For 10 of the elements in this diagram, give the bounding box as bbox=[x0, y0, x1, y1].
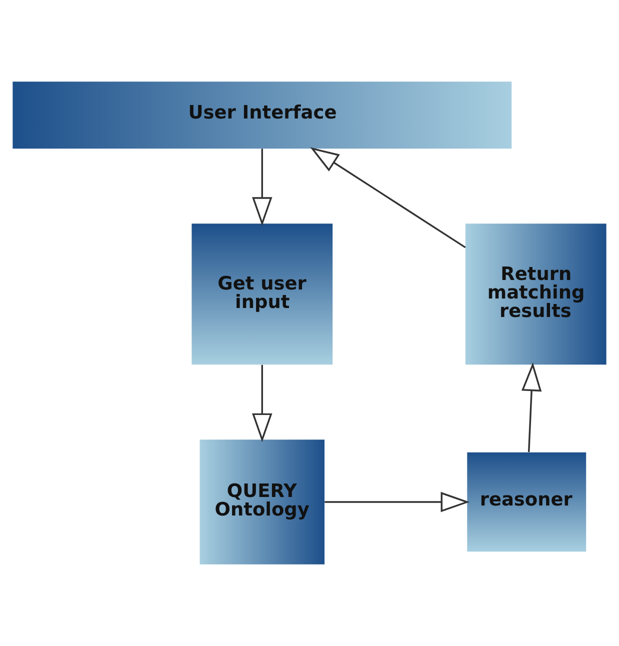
node-box: Return matching results bbox=[465, 224, 606, 365]
arrow bbox=[252, 148, 272, 226]
node-box: reasoner bbox=[467, 452, 586, 552]
arrow bbox=[310, 147, 466, 248]
arrow bbox=[521, 362, 542, 452]
arrow bbox=[252, 364, 272, 442]
node-box: QUERY Ontology bbox=[200, 440, 325, 564]
node-box: Get user input bbox=[192, 224, 333, 365]
arrow bbox=[324, 492, 470, 512]
node-box: User Interface bbox=[12, 82, 512, 149]
